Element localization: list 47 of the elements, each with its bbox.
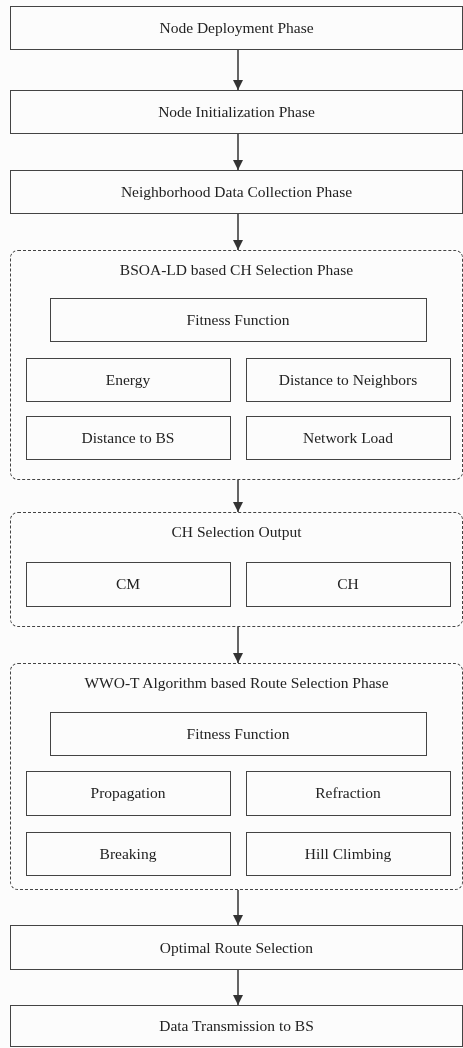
- process-box: [245, 770, 451, 816]
- box-label: Hill Climbing: [304, 844, 392, 863]
- group-title: CH Selection Output: [170, 523, 303, 541]
- process-box: [245, 357, 451, 402]
- box-label: Node Initialization Phase: [158, 103, 315, 121]
- process-box: [25, 415, 231, 460]
- box-label: Distance to Neighbors: [278, 370, 418, 389]
- box-label: Data Transmission to BS: [159, 1017, 314, 1035]
- process-box: [245, 561, 451, 607]
- dashed-group-box: [10, 250, 463, 480]
- arrow: [232, 626, 244, 664]
- box-label: Network Load: [303, 428, 393, 447]
- arrow: [232, 969, 244, 1006]
- box-label: Optimal Route Selection: [159, 938, 314, 957]
- process-box: [245, 831, 451, 876]
- process-box: [10, 90, 463, 134]
- process-box: [10, 6, 463, 50]
- process-box: [10, 1005, 463, 1047]
- process-box: [49, 711, 427, 756]
- process-box: [49, 297, 427, 342]
- box-label: Fitness Function: [186, 310, 290, 329]
- process-box: [25, 831, 231, 876]
- dashed-group-box: [10, 663, 463, 890]
- box-label: Node Deployment Phase: [159, 19, 314, 37]
- box-label: CM: [115, 575, 141, 593]
- box-label: Neighborhood Data Collection Phase: [120, 183, 353, 201]
- arrow: [232, 889, 244, 926]
- process-box: [25, 357, 231, 402]
- group-title: BSOA-LD based CH Selection Phase: [118, 261, 355, 279]
- arrow: [232, 49, 244, 91]
- process-box: [10, 925, 463, 970]
- process-box: [25, 770, 231, 816]
- group-title: WWO-T Algorithm based Route Selection Phase: [83, 674, 390, 692]
- box-label: Energy: [105, 370, 151, 389]
- dashed-group-box: [10, 512, 463, 627]
- box-label: Breaking: [99, 844, 157, 863]
- box-label: CH: [337, 575, 359, 593]
- box-label: Refraction: [315, 784, 381, 802]
- box-label: Distance to BS: [81, 428, 175, 447]
- process-box: [25, 561, 231, 607]
- process-box: [10, 170, 463, 214]
- process-box: [245, 415, 451, 460]
- arrow: [232, 479, 244, 513]
- arrow: [232, 213, 244, 251]
- box-label: Fitness Function: [186, 724, 290, 743]
- box-label: Propagation: [90, 784, 166, 802]
- arrow: [232, 133, 244, 171]
